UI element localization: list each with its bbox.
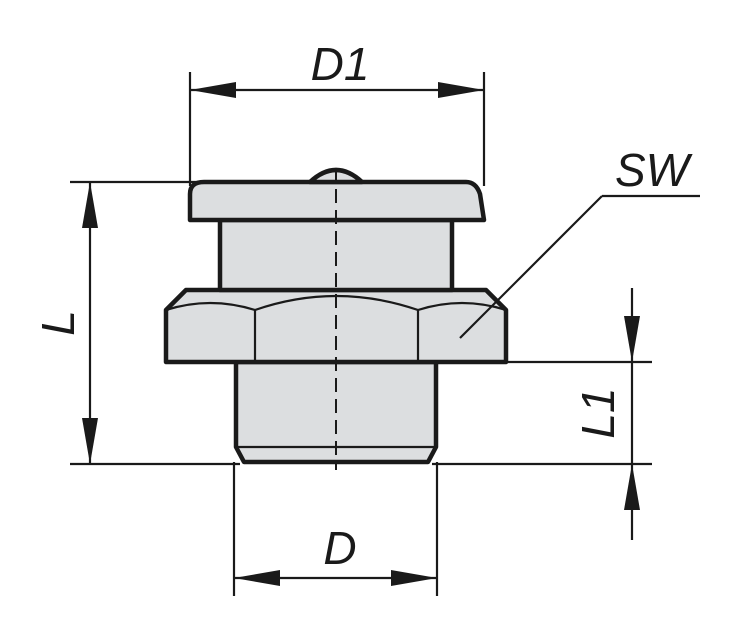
dimension-d: D: [232, 462, 439, 596]
l-arrow-top: [82, 182, 98, 228]
dimension-l1: L1: [432, 288, 652, 540]
l-label: L: [32, 310, 84, 336]
d1-arrow-left: [190, 82, 236, 98]
sw-label: SW: [615, 144, 694, 196]
d-label: D: [323, 522, 356, 574]
sw-leader-line: [459, 195, 603, 339]
l1-label: L1: [572, 387, 624, 438]
l1-arrow-top: [624, 316, 640, 362]
d-arrow-right: [391, 570, 437, 586]
d1-arrow-right: [438, 82, 484, 98]
d-arrow-left: [234, 570, 280, 586]
l1-arrow-bottom: [624, 464, 640, 510]
grease-nipple-part: [163, 167, 509, 470]
dimension-l: L: [32, 180, 240, 466]
dimension-d1: D1: [188, 38, 486, 186]
l-arrow-bottom: [82, 418, 98, 464]
dimension-sw: SW: [459, 144, 700, 339]
d1-label: D1: [311, 38, 370, 90]
